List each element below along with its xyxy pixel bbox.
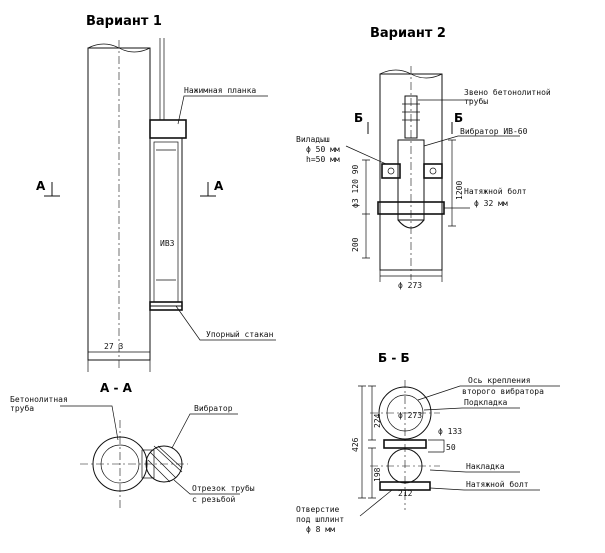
dim-198: 198 (373, 467, 382, 482)
variant1-drawing: 27 3 Нажимная планка ИВ3 Упорный стакан … (36, 38, 276, 372)
axis-label: Ось крепления (468, 376, 531, 385)
concrete-pipe-label: Бетонолитная (10, 395, 68, 404)
section-a-right: А (214, 179, 224, 193)
section-bb-title: Б - Б (378, 351, 410, 365)
pressure-plate-label: Нажимная планка (184, 86, 256, 95)
dim-133: ϕ 133 (438, 427, 462, 436)
stop-cup (149, 301, 183, 311)
vibrator-body-v1 (149, 137, 183, 307)
vibrator-tag-label: ИВ3 (160, 239, 175, 248)
section-bb-drawing: Б - Б Ось крепления второго вибратора По… (296, 351, 560, 534)
vibrator-body-v2 (397, 139, 425, 221)
section-a-left: А (36, 179, 46, 193)
tension-bolt-label-2: ϕ 32 мм (474, 199, 508, 208)
fork-label-2: ϕ 50 мм (306, 145, 340, 154)
fork-label-3: h=50 мм (306, 155, 340, 164)
hole-label: Отверстие (296, 505, 340, 514)
variant2-drawing: Звено бетонолитной трубы Вибратор ИВ-60 … (296, 66, 551, 290)
pipe-piece-label: Отрезок трубы (192, 483, 255, 493)
dim-150: ϕ3 120 90 (351, 164, 360, 208)
dim-224: 224 (373, 413, 382, 428)
pipe-diameter-dim: 27 3 (104, 342, 123, 351)
dim-200: 200 (351, 237, 360, 252)
stop-cup-label: Упорный стакан (206, 330, 274, 339)
dim-273-bb: ϕ 273 (398, 411, 422, 420)
section-b-right: Б (454, 111, 463, 125)
section-b-left: Б (354, 111, 363, 125)
tension-bolt-bb (379, 481, 431, 491)
vibrator-iv60-label: Вибратор ИВ-60 (460, 126, 528, 136)
axis-label-2: второго вибратора (462, 386, 544, 396)
dim-bottom-bb: 212 (398, 489, 413, 498)
pad-label: Подкладка (464, 398, 508, 407)
variant1-title: Вариант 1 (86, 14, 162, 29)
fork-label: Виладыш (296, 135, 330, 144)
tension-bolt-bb-label: Натяжной болт (466, 479, 529, 489)
hole-label-2: под шплинт (296, 515, 344, 524)
tension-bolt-label: Натяжной болт (464, 186, 527, 196)
concrete-pipe-label-2: труба (10, 403, 34, 413)
vibrator-section (145, 445, 183, 483)
dim-50: 50 (446, 443, 456, 452)
vibrator-label: Вибратор (194, 403, 233, 413)
pipe-piece-label-2: с резьбой (192, 494, 236, 504)
link-label: Звено бетонолитной (464, 87, 551, 97)
dim-1200: 1200 (455, 181, 464, 200)
lining-label: Накладка (466, 462, 505, 471)
section-aa-drawing: А - А Бетонолитная труба Вибратор Отрезо… (10, 381, 255, 510)
dim-273-v2: ϕ 273 (398, 281, 422, 290)
hole-label-3: ϕ 8 мм (306, 525, 335, 534)
section-aa-title: А - А (100, 381, 133, 395)
variant2-title: Вариант 2 (370, 26, 446, 41)
link-label-2: трубы (464, 96, 488, 106)
dim-426: 426 (351, 437, 360, 452)
pressure-plate (149, 119, 187, 139)
